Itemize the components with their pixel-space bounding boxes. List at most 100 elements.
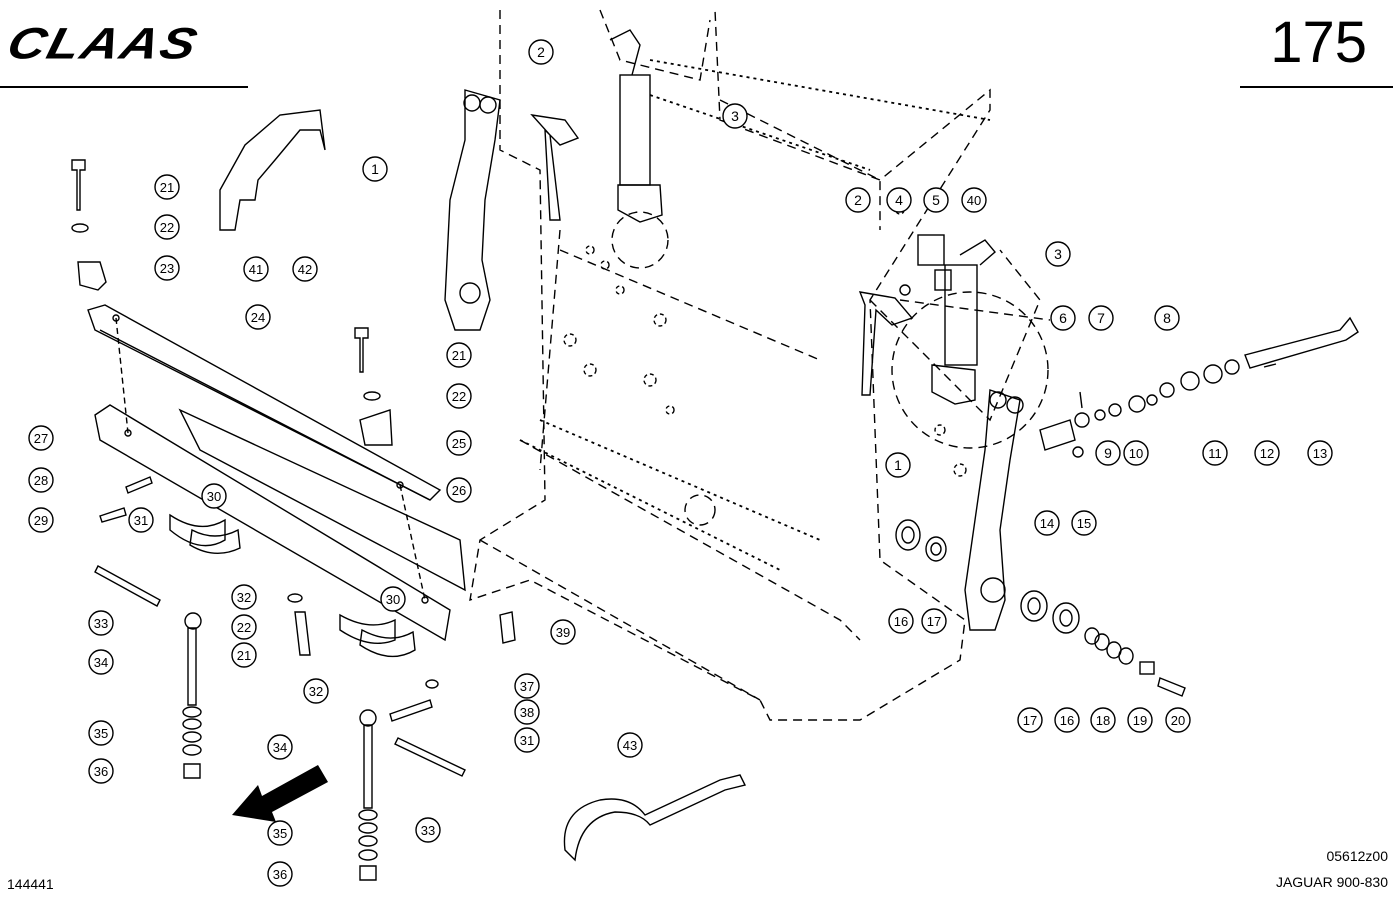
callout-2: 2 xyxy=(528,39,554,65)
callout-number: 42 xyxy=(298,262,312,277)
callout-number: 3 xyxy=(1054,246,1062,262)
callout-37: 37 xyxy=(514,673,540,699)
callout-5: 5 xyxy=(923,187,949,213)
callout-number: 22 xyxy=(160,220,174,235)
callout-number: 5 xyxy=(932,192,940,208)
callout-32: 32 xyxy=(231,584,257,610)
callout-number: 43 xyxy=(623,738,637,753)
frame-heavy-dash xyxy=(519,59,991,571)
callout-16: 16 xyxy=(888,608,914,634)
callout-number: 30 xyxy=(386,592,400,607)
header-rule-right xyxy=(1240,86,1393,88)
callout-number: 25 xyxy=(452,436,466,451)
callout-12: 12 xyxy=(1254,440,1280,466)
callout-number: 12 xyxy=(1260,446,1274,461)
callout-number: 29 xyxy=(34,513,48,528)
callout-11: 11 xyxy=(1202,440,1228,466)
callout-9: 9 xyxy=(1095,440,1121,466)
rail-bottom xyxy=(94,404,451,642)
callout-number: 35 xyxy=(94,726,108,741)
callout-number: 2 xyxy=(537,44,545,60)
header-rule-left xyxy=(0,86,248,88)
callout-number: 27 xyxy=(34,431,48,446)
callout-26: 26 xyxy=(446,477,472,503)
callout-number: 23 xyxy=(160,261,174,276)
callout-10: 10 xyxy=(1123,440,1149,466)
callout-29: 29 xyxy=(28,507,54,533)
callout-number: 8 xyxy=(1163,310,1171,326)
callout-number: 6 xyxy=(1059,310,1067,326)
callout-1: 1 xyxy=(885,452,911,478)
callout-number: 4 xyxy=(895,192,903,208)
callout-22: 22 xyxy=(231,614,257,640)
callout-30: 30 xyxy=(380,586,406,612)
callout-8: 8 xyxy=(1154,305,1180,331)
callout-16: 16 xyxy=(1054,707,1080,733)
callout-21: 21 xyxy=(446,342,472,368)
callout-number: 34 xyxy=(94,655,108,670)
callout-number: 21 xyxy=(237,648,251,663)
callout-31: 31 xyxy=(128,507,154,533)
callout-number: 33 xyxy=(94,616,108,631)
callout-6: 6 xyxy=(1050,305,1076,331)
rail-top xyxy=(87,304,442,501)
spanner-wrench xyxy=(563,774,747,862)
callout-41: 41 xyxy=(243,256,269,282)
callout-3: 3 xyxy=(1045,241,1071,267)
callout-number: 7 xyxy=(1097,310,1105,326)
callout-number: 22 xyxy=(452,389,466,404)
callout-number: 38 xyxy=(520,705,534,720)
callout-number: 19 xyxy=(1133,713,1147,728)
callout-number: 1 xyxy=(894,457,902,473)
callout-35: 35 xyxy=(267,820,293,846)
callout-number: 21 xyxy=(160,180,174,195)
callout-number: 22 xyxy=(237,620,251,635)
callout-34: 34 xyxy=(267,734,293,760)
frame-outline xyxy=(469,9,1051,721)
callout-number: 40 xyxy=(967,193,981,208)
callout-23: 23 xyxy=(154,255,180,281)
long-bolt xyxy=(1244,316,1359,369)
page-number: 175 xyxy=(1270,10,1367,75)
yoke-upper xyxy=(530,114,580,221)
direction-arrow-icon xyxy=(232,765,328,822)
callout-number: 18 xyxy=(1096,713,1110,728)
callout-20: 20 xyxy=(1165,707,1191,733)
callout-30: 30 xyxy=(201,483,227,509)
callout-33: 33 xyxy=(88,610,114,636)
callout-38: 38 xyxy=(514,699,540,725)
callout-number: 39 xyxy=(556,625,570,640)
callout-21: 21 xyxy=(231,642,257,668)
callout-number: 17 xyxy=(927,614,941,629)
callout-number: 20 xyxy=(1171,713,1185,728)
yoke-lower xyxy=(858,291,914,396)
callout-number: 1 xyxy=(371,161,379,177)
callout-22: 22 xyxy=(446,383,472,409)
callout-number: 34 xyxy=(273,740,287,755)
clamp-block xyxy=(77,261,107,291)
callout-33: 33 xyxy=(415,817,441,843)
callout-36: 36 xyxy=(267,861,293,887)
callout-number: 21 xyxy=(452,348,466,363)
callout-number: 15 xyxy=(1077,516,1091,531)
hook-bracket xyxy=(219,109,326,231)
callout-number: 13 xyxy=(1313,446,1327,461)
callout-7: 7 xyxy=(1088,305,1114,331)
callout-35: 35 xyxy=(88,720,114,746)
callout-15: 15 xyxy=(1071,510,1097,536)
callout-number: 10 xyxy=(1129,446,1143,461)
callout-17: 17 xyxy=(921,608,947,634)
rail-channel xyxy=(178,408,466,592)
callout-number: 36 xyxy=(273,867,287,882)
callout-19: 19 xyxy=(1127,707,1153,733)
cylinder-lower xyxy=(931,239,996,405)
callout-number: 2 xyxy=(854,192,862,208)
callout-number: 37 xyxy=(520,679,534,694)
callout-43: 43 xyxy=(617,732,643,758)
callout-number: 33 xyxy=(421,823,435,838)
cylinder-upper xyxy=(609,29,663,223)
callout-number: 30 xyxy=(207,489,221,504)
callout-number: 36 xyxy=(94,764,108,779)
frame-holes xyxy=(563,205,967,477)
